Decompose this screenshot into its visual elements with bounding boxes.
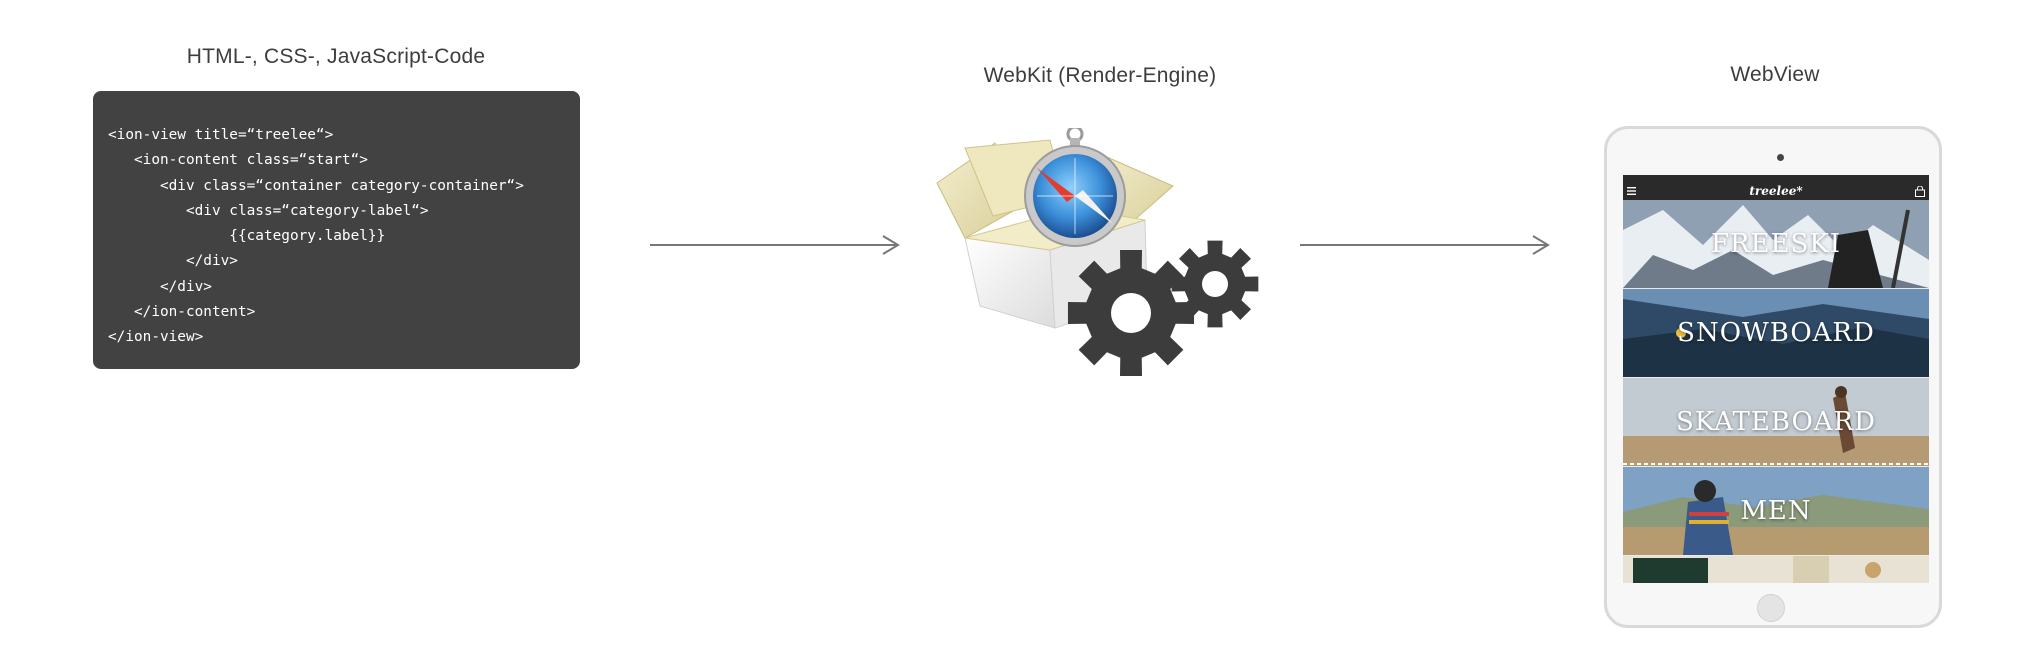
code-line: </div> xyxy=(108,278,212,295)
webview-caption: WebView xyxy=(1730,63,1820,86)
webkit-render-engine-graphic xyxy=(936,128,1259,377)
front-camera xyxy=(1777,154,1784,161)
category-label: MEN xyxy=(1740,496,1812,526)
men-photo xyxy=(1623,467,1929,555)
gear-hole xyxy=(1202,271,1228,297)
category-label: SNOWBOARD xyxy=(1677,318,1875,348)
tablet-screen: treelee* FREESKI xyxy=(1623,175,1929,583)
tablet-device: treelee* FREESKI xyxy=(1604,126,1942,628)
code-block: <ion-view title=“treelee“> <ion-content … xyxy=(93,91,580,369)
code-line: <div class=“category-label“> xyxy=(108,202,429,219)
category-tile-skateboard[interactable]: SKATEBOARD xyxy=(1623,378,1929,466)
category-label: SKATEBOARD xyxy=(1676,407,1876,437)
category-tile-freeski[interactable]: FREESKI xyxy=(1623,200,1929,288)
freeski-photo xyxy=(1623,200,1929,288)
hamburger-menu-icon[interactable] xyxy=(1627,187,1636,195)
home-button[interactable] xyxy=(1757,594,1785,622)
code-line: </ion-view> xyxy=(108,329,204,346)
next-category-row xyxy=(1623,556,1929,583)
category-label: FREESKI xyxy=(1710,229,1842,259)
code-line: <div class=“container category-container… xyxy=(108,177,524,194)
shopping-bag-icon[interactable] xyxy=(1915,186,1925,197)
category-tile-men[interactable]: MEN xyxy=(1623,467,1929,555)
code-line: </ion-content> xyxy=(108,304,256,321)
status-bar xyxy=(1623,175,1929,183)
gear-hole xyxy=(1111,293,1151,333)
code-line: {{category.label}} xyxy=(108,228,386,245)
gear-icon xyxy=(1067,249,1195,377)
webkit-caption: WebKit (Render-Engine) xyxy=(983,64,1217,87)
code-line: </div> xyxy=(108,253,238,270)
code-caption: HTML-, CSS-, JavaScript-Code xyxy=(186,45,486,68)
snowboard-photo xyxy=(1623,289,1929,377)
skateboard-photo xyxy=(1623,378,1929,466)
code-line: <ion-content class=“start“> xyxy=(108,152,368,169)
right-arrow-icon xyxy=(1300,235,1550,255)
brand-logo: treelee* xyxy=(1749,184,1803,198)
right-arrow-icon xyxy=(650,235,900,255)
app-header: treelee* xyxy=(1623,183,1929,200)
code-line: <ion-view title=“treelee“> xyxy=(108,127,334,143)
safari-compass-icon xyxy=(1024,128,1126,247)
category-tile-snowboard[interactable]: SNOWBOARD xyxy=(1623,289,1929,377)
gear-icon xyxy=(1171,240,1259,328)
